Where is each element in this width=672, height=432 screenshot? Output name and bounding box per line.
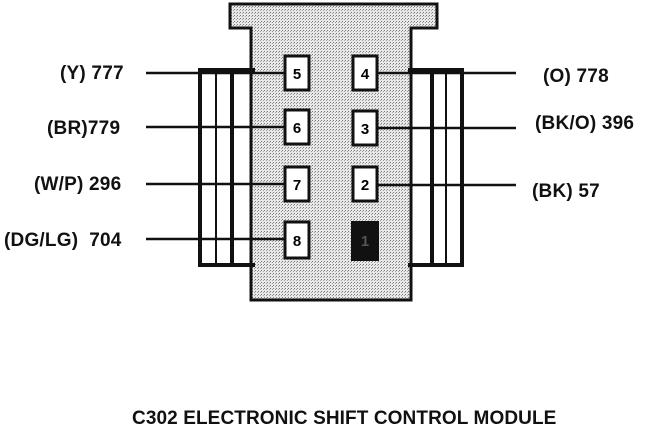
wire-circuit: 57 — [578, 181, 600, 202]
wire-color-code: (BK) — [532, 181, 573, 202]
pin-7-label: 7 — [293, 177, 301, 194]
wire-circuit: 296 — [89, 174, 122, 195]
wire-label-pin-4: (O) 778 — [543, 67, 609, 86]
wire-circuit: 704 — [89, 230, 122, 251]
wire-label-pin-7: (W/P) 296 — [34, 175, 121, 194]
pin-8: 8 — [283, 220, 311, 260]
wire-label-pin-6: (BR)779 — [47, 119, 120, 138]
pin-5-label: 5 — [293, 66, 301, 83]
left-wire-harness — [198, 68, 255, 267]
wire-circuit: 396 — [601, 113, 635, 134]
pin-6: 6 — [283, 108, 311, 146]
pin-5: 5 — [283, 54, 311, 92]
wire-color-code: (BR) — [47, 118, 88, 139]
diagram-caption: C302 ELECTRONIC SHIFT CONTROL MODULE — [132, 408, 557, 429]
connector-housing — [228, 2, 439, 302]
right-wire-harness — [408, 68, 464, 267]
wire-circuit: 778 — [576, 66, 609, 87]
wire-circuit: 779 — [87, 118, 121, 139]
pin-1-label: 1 — [361, 233, 369, 250]
wire-label-pin-8: (DG/LG) 704 — [4, 231, 122, 250]
wire-color-code: (Y) — [60, 63, 86, 84]
wire-label-pin-3: (BK/O) 396 — [535, 114, 634, 133]
wire-color-code: (DG/LG) — [4, 230, 79, 251]
pin-6-label: 6 — [293, 120, 301, 137]
pin-4: 4 — [351, 54, 379, 92]
pin-2: 2 — [351, 165, 379, 203]
wire-color-code: (O) — [543, 66, 572, 87]
pin-1-unused: 1 — [351, 221, 379, 261]
pin-8-label: 8 — [293, 233, 301, 250]
wire-label-pin-2: (BK) 57 — [532, 182, 600, 201]
wire-color-code: (W/P) — [34, 174, 84, 195]
wire-circuit: 777 — [91, 63, 124, 84]
pin-4-label: 4 — [361, 66, 370, 83]
wire-color-code: (BK/O) — [535, 113, 597, 134]
pin-3: 3 — [351, 109, 379, 147]
wire-label-pin-5: (Y) 777 — [60, 64, 124, 83]
pin-7: 7 — [283, 165, 311, 203]
pin-3-label: 3 — [361, 121, 369, 138]
pin-2-label: 2 — [361, 177, 369, 194]
